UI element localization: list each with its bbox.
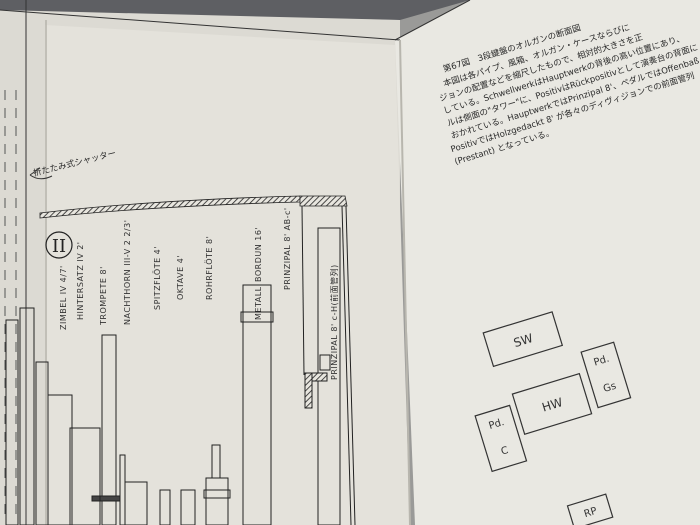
stop-label: BORDUN 16' xyxy=(254,227,263,282)
stop-label: PRINZIPAL 8' AB-c' xyxy=(283,207,292,290)
box-pd-left xyxy=(474,404,528,473)
stop-label: PRINZIPAL 8' c-H(前面管列) xyxy=(329,264,339,380)
shutter-arrow-icon xyxy=(29,167,53,180)
box-sw xyxy=(482,311,564,368)
stop-label: OKTAVE 4' xyxy=(176,255,185,300)
pd-right-label: Pd. xyxy=(593,354,611,369)
stop-label: ROHRFLÖTE 8' xyxy=(204,236,214,300)
rp-label: RP xyxy=(583,506,599,520)
pipes xyxy=(5,284,274,525)
box-pd-right xyxy=(580,341,632,409)
stop-label: HINTERSATZ IV 2' xyxy=(76,241,85,320)
stop-label: SPITZFLÖTE 4' xyxy=(152,246,162,310)
division-mark: II xyxy=(52,236,66,257)
right-page xyxy=(395,0,700,525)
box-hw xyxy=(511,372,593,435)
background-top xyxy=(0,0,470,20)
pd-left-label: Pd. xyxy=(488,417,506,432)
stop-label: METALL xyxy=(254,286,263,320)
hw-label: HW xyxy=(540,395,564,415)
pd-right-sub: Gs xyxy=(602,381,618,395)
division-layout xyxy=(474,311,632,525)
stop-label: TROMPETE 8' xyxy=(99,266,108,326)
stop-label: NACHTHORN III-V 2 2/3' xyxy=(123,220,132,325)
stop-label: ZIMBEL IV 4/7' xyxy=(59,265,68,330)
sw-label: SW xyxy=(512,331,535,350)
pd-left-sub: C xyxy=(500,445,510,458)
box-rp xyxy=(566,493,614,525)
